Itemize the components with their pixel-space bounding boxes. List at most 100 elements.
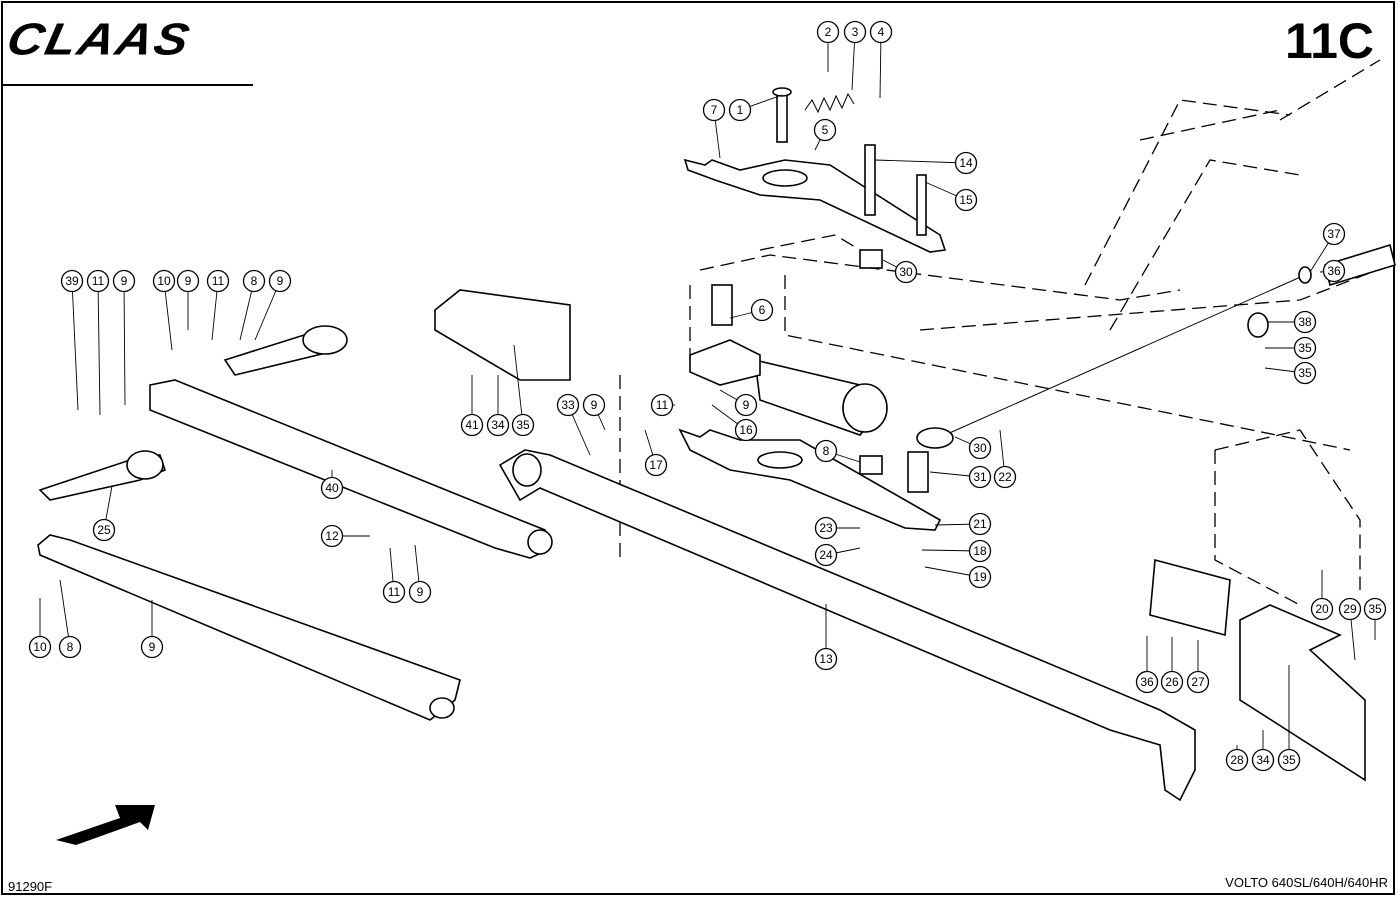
callout-number: 12	[325, 529, 339, 543]
callout-number: 7	[711, 103, 718, 117]
callout-number: 9	[121, 274, 128, 288]
part-callout-23: 23	[814, 516, 838, 540]
callout-number: 10	[33, 640, 47, 654]
callout-number: 8	[823, 444, 830, 458]
callout-number: 17	[649, 458, 663, 472]
part-callout-35: 35	[1293, 336, 1317, 360]
spacer	[859, 249, 883, 269]
callout-number: 31	[973, 470, 987, 484]
callout-number: 36	[1327, 264, 1341, 278]
callout-number: 35	[1298, 366, 1312, 380]
part-callout-9: 9	[268, 269, 292, 293]
callout-number: 37	[1327, 227, 1341, 241]
part-callout-40: 40	[320, 476, 344, 500]
callout-number: 40	[325, 481, 339, 495]
part-callout-27: 27	[1186, 670, 1210, 694]
part-callout-11: 11	[650, 393, 674, 417]
part-callout-37: 37	[1322, 222, 1346, 246]
part-callout-11: 11	[382, 580, 406, 604]
part-callout-1: 1	[728, 98, 752, 122]
part-callout-36: 36	[1135, 670, 1159, 694]
arrow-right-icon	[56, 805, 155, 845]
drawing-number: 91290F	[8, 879, 53, 894]
part-callout-18: 18	[968, 539, 992, 563]
callout-number: 34	[491, 418, 505, 432]
part-callout-6: 6	[750, 298, 774, 322]
part-callout-4: 4	[869, 20, 893, 44]
part-callout-9: 9	[408, 580, 432, 604]
part-callout-34: 34	[486, 413, 510, 437]
leader-line	[71, 280, 79, 411]
leader-line	[59, 579, 71, 648]
spring	[804, 92, 855, 114]
part-callout-29: 29	[1338, 597, 1362, 621]
part-callout-9: 9	[734, 393, 758, 417]
part-callout-5: 5	[813, 118, 837, 142]
callout-number: 16	[739, 423, 753, 437]
part-callout-14: 14	[954, 151, 978, 175]
part-callout-35: 35	[1277, 748, 1301, 772]
part-callout-12: 12	[320, 524, 344, 548]
bracket-left	[434, 289, 571, 381]
part-callout-22: 22	[993, 465, 1017, 489]
callout-number: 35	[516, 418, 530, 432]
callout-number: 9	[277, 274, 284, 288]
part-callout-34: 34	[1251, 748, 1275, 772]
leader-line	[123, 280, 126, 406]
callout-number: 11	[92, 274, 105, 288]
part-callout-10: 10	[152, 269, 176, 293]
part-callout-25: 25	[92, 518, 116, 542]
callout-number: 35	[1298, 341, 1312, 355]
callout-number: 23	[819, 521, 833, 535]
part-callout-33: 33	[556, 393, 580, 417]
callout-number: 9	[185, 274, 192, 288]
callout-number: 18	[973, 544, 987, 558]
part-callout-36: 36	[1322, 259, 1346, 283]
part-callout-9: 9	[582, 393, 606, 417]
callout-number: 33	[561, 398, 575, 412]
callout-number: 19	[973, 570, 987, 584]
callout-number: 30	[973, 441, 987, 455]
part-callout-21: 21	[968, 512, 992, 536]
page-number: 11C	[1285, 13, 1374, 69]
leader-line	[97, 280, 101, 416]
part-callout-11: 11	[86, 269, 110, 293]
callout-number: 11	[388, 585, 401, 599]
callout-number: 6	[759, 303, 766, 317]
part-callout-9: 9	[112, 269, 136, 293]
part-callout-41: 41	[460, 413, 484, 437]
callout-number: 8	[67, 640, 74, 654]
frame-outline	[619, 59, 1391, 606]
callout-number: 22	[998, 470, 1012, 484]
part-callout-8: 8	[242, 269, 266, 293]
callout-number: 35	[1282, 753, 1296, 767]
upper-plate	[683, 158, 947, 253]
part-callout-28: 28	[1225, 748, 1249, 772]
part-callout-19: 19	[968, 565, 992, 589]
part-callout-35: 35	[1363, 597, 1387, 621]
callout-number: 2	[825, 25, 832, 39]
part-callout-11: 11	[206, 269, 230, 293]
callout-number: 24	[819, 548, 833, 562]
callout-number: 29	[1343, 602, 1357, 616]
part-callout-9: 9	[140, 635, 164, 659]
part-callout-8: 8	[58, 635, 82, 659]
part-callout-26: 26	[1160, 670, 1184, 694]
leader-line	[513, 344, 524, 426]
callout-number: 26	[1165, 675, 1179, 689]
model-designation: VOLTO 640SL/640H/640HR	[1225, 875, 1388, 890]
callout-number: 36	[1140, 675, 1154, 689]
leader-line	[163, 280, 173, 351]
callout-number: 28	[1230, 753, 1244, 767]
callout-number: 9	[743, 398, 750, 412]
callout-number: 11	[656, 398, 669, 412]
callout-number: 9	[591, 398, 598, 412]
callout-number: 8	[251, 274, 258, 288]
part-callout-15: 15	[954, 188, 978, 212]
part-callout-38: 38	[1293, 310, 1317, 334]
callout-number: 27	[1191, 675, 1205, 689]
part-callout-7: 7	[702, 98, 726, 122]
